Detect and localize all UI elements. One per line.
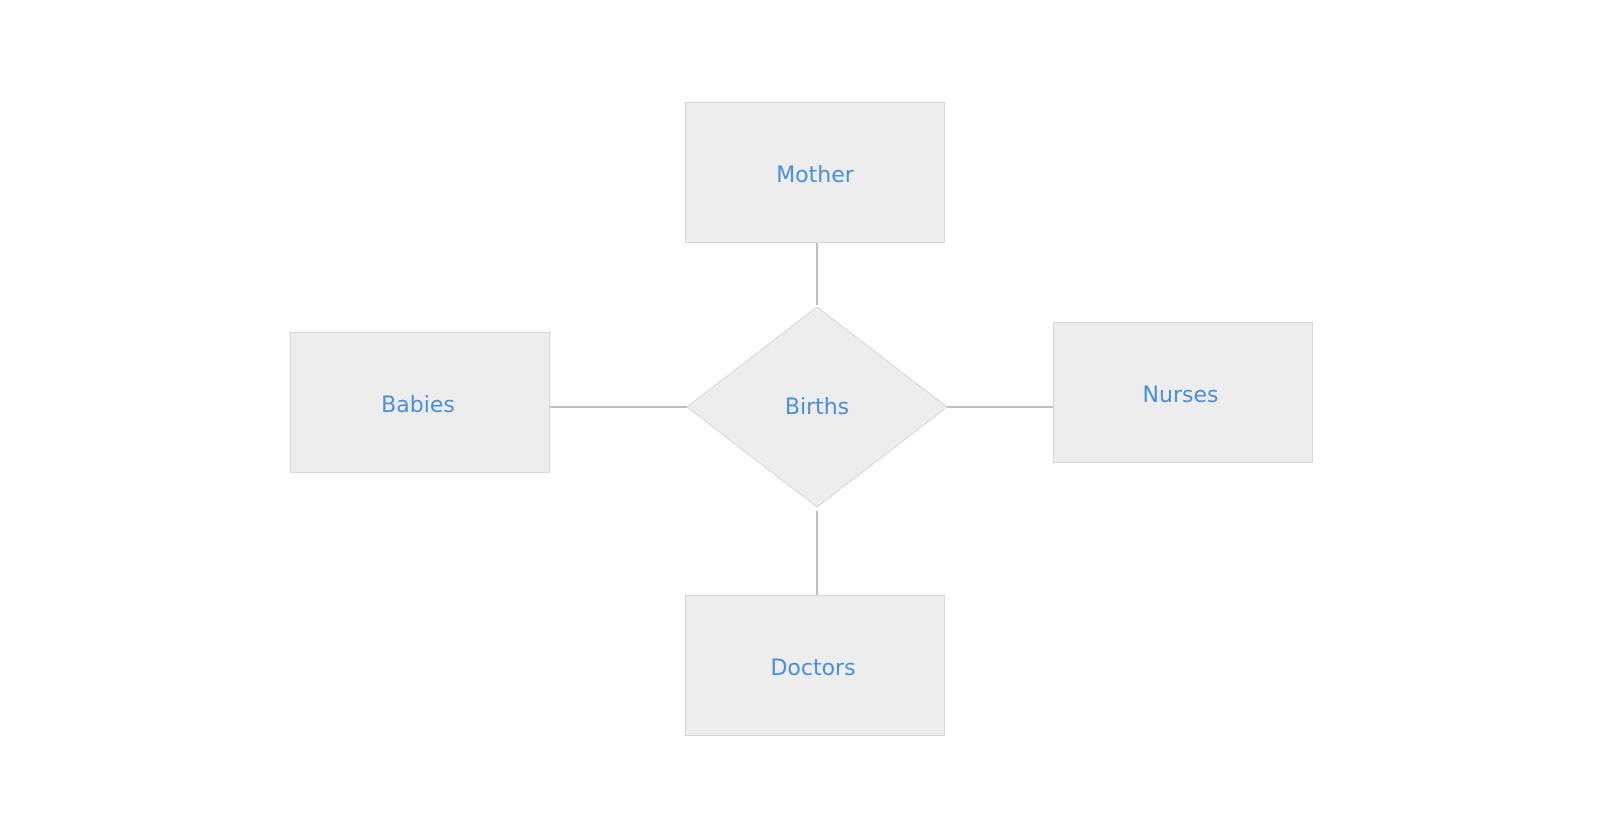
- entity-nurses-label: Nurses: [1142, 383, 1219, 408]
- entity-mother-label: Mother: [776, 163, 854, 188]
- relationship-label: Births: [784, 394, 850, 420]
- entity-nurses[interactable]: Nurses: [1053, 322, 1313, 463]
- entity-doctors-label: Doctors: [770, 656, 856, 681]
- entity-mother[interactable]: Mother: [685, 102, 945, 243]
- entity-babies-label: Babies: [381, 393, 455, 418]
- relationship-diamond[interactable]: [686, 306, 948, 508]
- entity-doctors[interactable]: Doctors: [685, 595, 945, 736]
- relationship-births: Births: [687, 307, 947, 507]
- entity-babies[interactable]: Babies: [290, 332, 550, 473]
